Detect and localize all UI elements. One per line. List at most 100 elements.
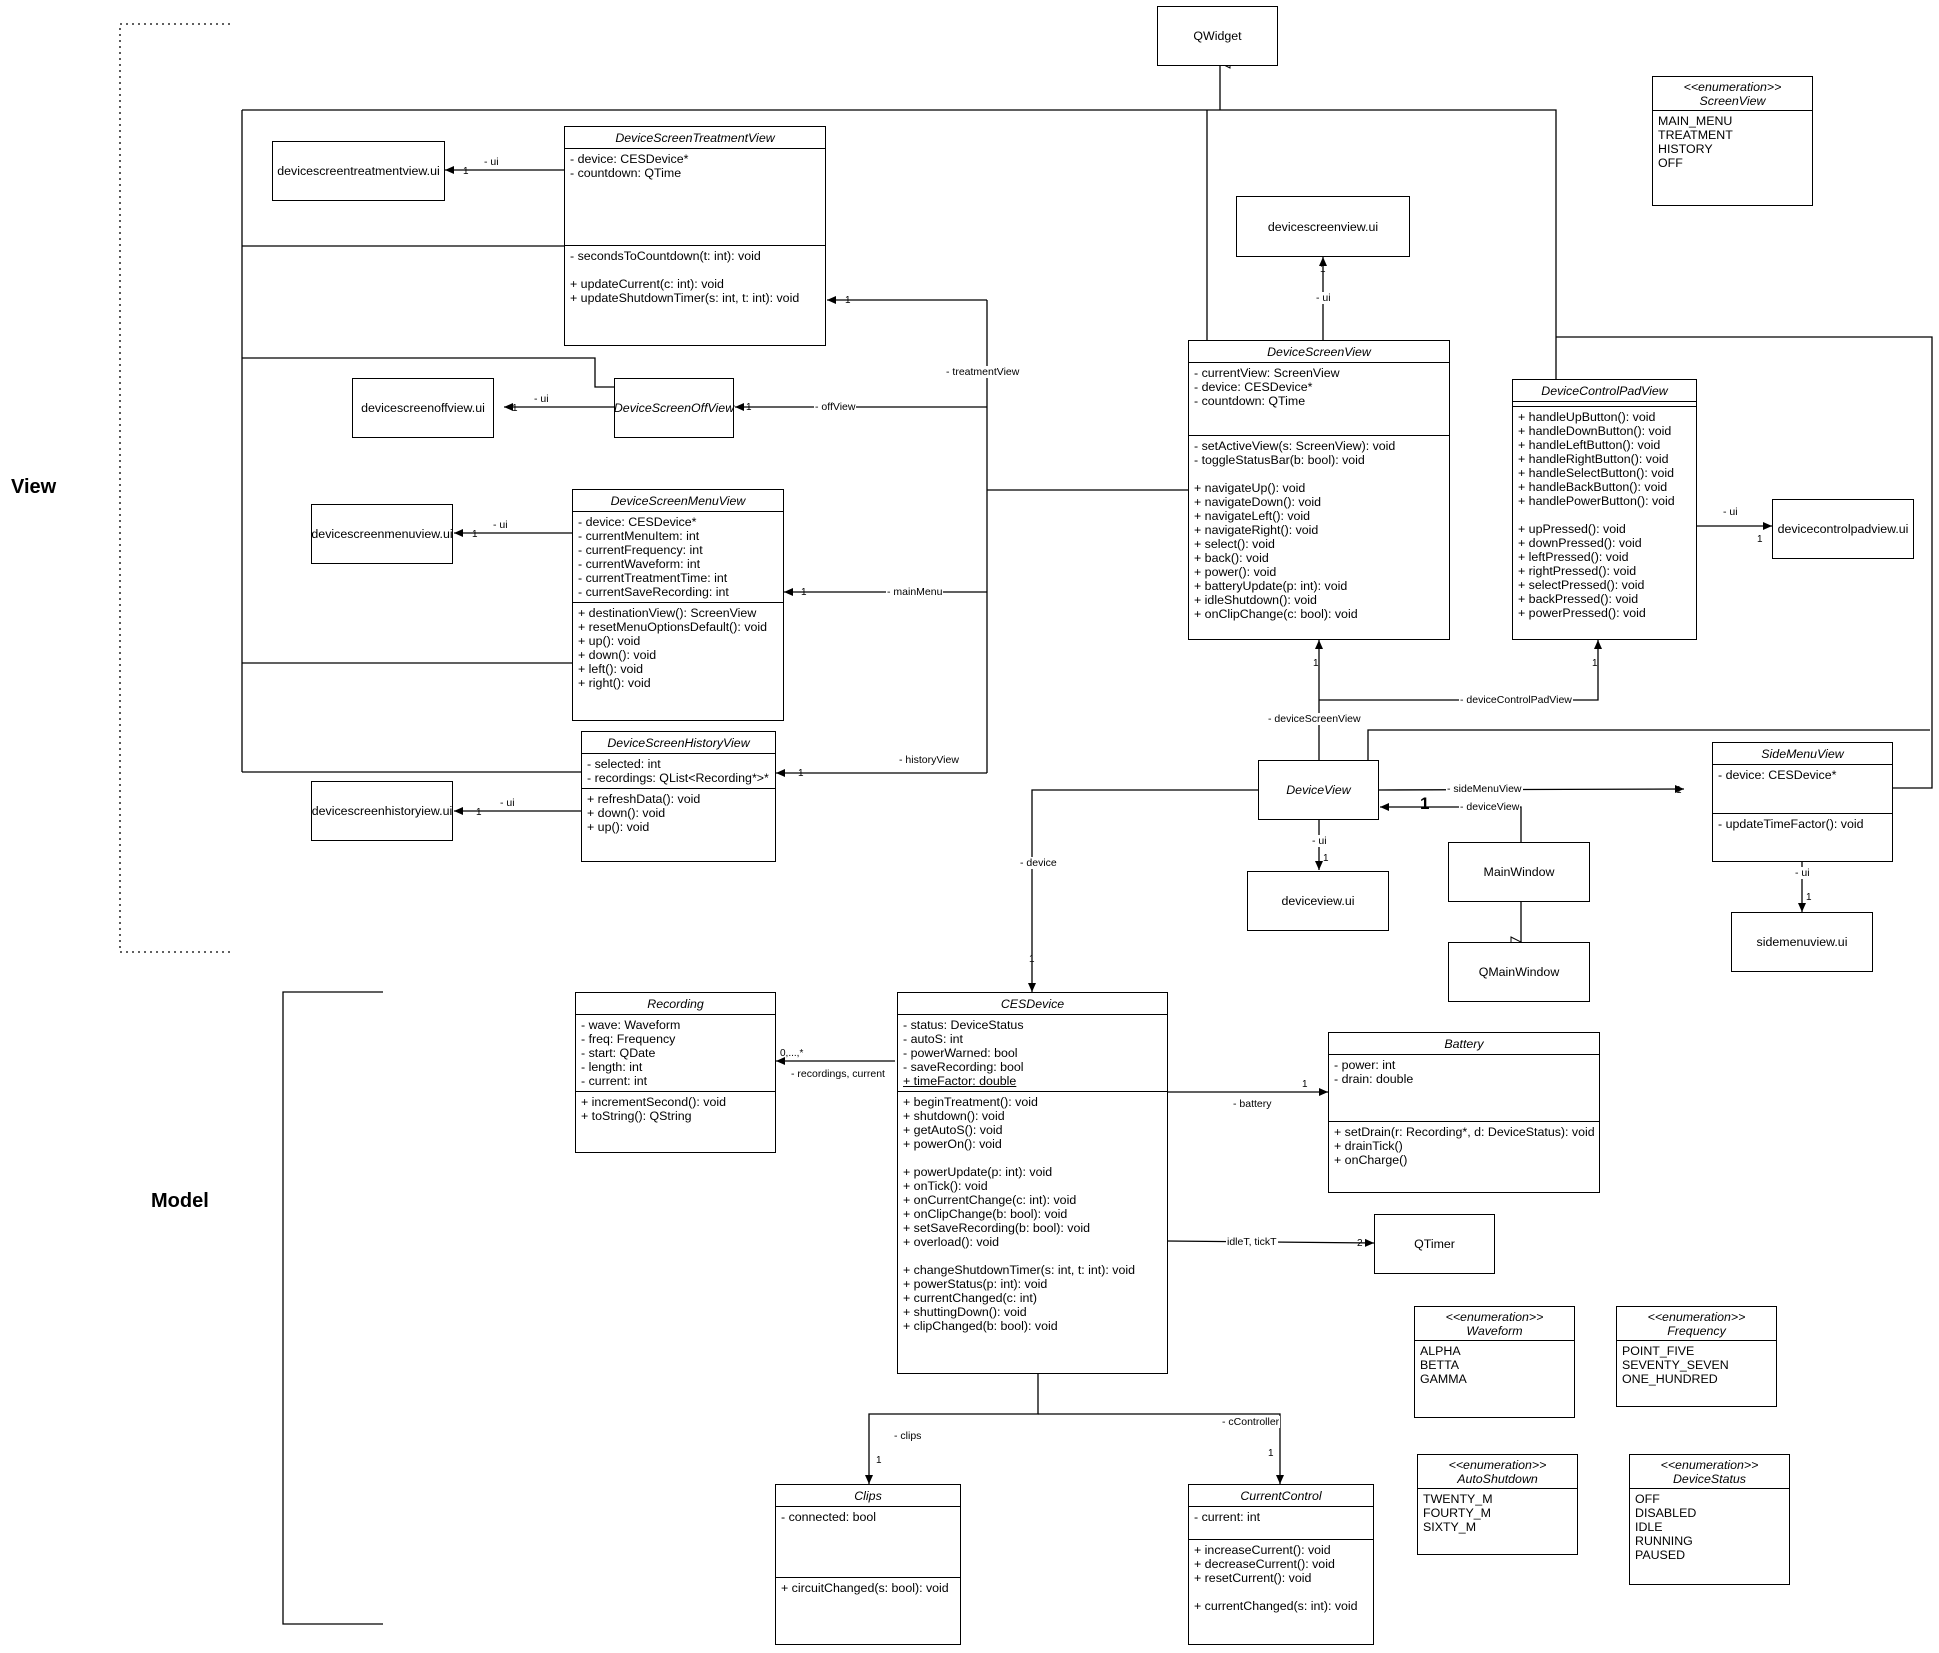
operations-section: - secondsToCountdown(t: int): void+ upda… xyxy=(570,249,800,305)
multiplicity: 1 xyxy=(845,295,851,306)
attributes-section: - status: DeviceStatus- autoS: int- powe… xyxy=(898,1015,1167,1092)
class-name: DeviceControlPadView xyxy=(1513,380,1696,402)
attributes-section: - device: CESDevice* xyxy=(1713,765,1892,814)
multiplicity: 1 xyxy=(476,807,482,818)
multiplicity: 1 xyxy=(801,587,807,598)
controlpad-view-class: DeviceControlPadView + handleUpButton():… xyxy=(1512,379,1697,640)
sidemenu-view-class: SideMenuView - device: CESDevice* - upda… xyxy=(1712,742,1893,862)
edge-label: - ui xyxy=(1794,867,1811,879)
battery-class: Battery - power: int- drain: double + se… xyxy=(1328,1032,1600,1193)
attributes-section: - power: int- drain: double xyxy=(1329,1055,1599,1122)
multiplicity: 1 xyxy=(876,1455,882,1466)
class-name: DeviceScreenHistoryView xyxy=(582,732,775,754)
operations-section: + circuitChanged(s: bool): void xyxy=(781,1581,949,1595)
multiplicity: 1 xyxy=(512,403,518,414)
edge-label: - historyView xyxy=(898,754,960,766)
multiplicity: 1 xyxy=(1029,954,1035,965)
class-name: DeviceScreenView xyxy=(1189,341,1449,363)
edge-label: - deviceView xyxy=(1459,801,1521,813)
edge-label: - clips xyxy=(893,1430,923,1442)
edge-label: - ui xyxy=(492,519,509,531)
edge-label: - ui xyxy=(533,393,550,405)
multiplicity: 1 xyxy=(1806,892,1812,903)
edge-label: - deviceControlPadView xyxy=(1459,694,1573,706)
qmainwindow-class: QMainWindow xyxy=(1448,942,1590,1002)
operations-section: - setActiveView(s: ScreenView): void- to… xyxy=(1194,439,1396,621)
edge-label: - treatmentView xyxy=(945,366,1021,378)
edge-label: - cController xyxy=(1221,1416,1281,1428)
attributes-section: - device: CESDevice*- countdown: QTime xyxy=(565,149,825,246)
class-name: Recording xyxy=(576,993,775,1015)
currentcontrol-class: CurrentControl - current: int + increase… xyxy=(1188,1484,1374,1645)
deviceview-ui-file: deviceview.ui xyxy=(1247,871,1389,931)
edge-label: - ui xyxy=(499,797,516,809)
offview-class: DeviceScreenOffView xyxy=(614,378,734,438)
multiplicity: 1 xyxy=(1268,1448,1274,1459)
operations-section: + handleUpButton(): void+ handleDownButt… xyxy=(1518,410,1675,620)
edge-label: - device xyxy=(1019,857,1058,869)
qwidget-class: QWidget xyxy=(1157,6,1278,66)
edge-label: - ui xyxy=(1722,506,1739,518)
sidemenu-ui-file: sidemenuview.ui xyxy=(1731,912,1873,972)
attributes-section: - current: int xyxy=(1189,1507,1373,1540)
multiplicity: 1 xyxy=(1302,1079,1308,1090)
clips-class: Clips - connected: bool + circuitChanged… xyxy=(775,1484,961,1645)
class-name: CurrentControl xyxy=(1189,1485,1373,1507)
multiplicity: 1 xyxy=(1420,794,1430,813)
multiplicity: 1 xyxy=(1320,264,1326,275)
menu-ui-file: devicescreenmenuview.ui xyxy=(311,504,453,564)
attributes-section xyxy=(1513,402,1696,407)
view-section-title: View xyxy=(11,476,57,498)
attributes-section: - connected: bool xyxy=(776,1507,960,1578)
multiplicity: 1 xyxy=(1592,658,1598,669)
class-name: DeviceScreenTreatmentView xyxy=(565,127,825,149)
screen-ui-file: devicescreenview.ui xyxy=(1236,196,1410,257)
off-ui-file: devicescreenoffview.ui xyxy=(352,378,494,438)
multiplicity: 1 xyxy=(1323,853,1329,864)
mainwindow-class: MainWindow xyxy=(1448,842,1590,902)
multiplicity: 1 xyxy=(1757,534,1763,545)
operations-section: - updateTimeFactor(): void xyxy=(1718,817,1864,831)
attributes-section: - selected: int- recordings: QList<Recor… xyxy=(582,754,775,789)
treatment-ui-file: devicescreentreatmentview.ui xyxy=(272,141,445,201)
controlpad-ui-file: devicecontrolpadview.ui xyxy=(1772,499,1914,559)
class-name: Battery xyxy=(1329,1033,1599,1055)
multiplicity: 1 xyxy=(798,768,804,779)
operations-section: + destinationView(): ScreenView+ resetMe… xyxy=(578,606,768,690)
class-name: DeviceScreenMenuView xyxy=(573,490,783,512)
edge-label: - mainMenu xyxy=(886,586,944,598)
edge-label: - sideMenuView xyxy=(1446,783,1523,795)
history-view-class: DeviceScreenHistoryView - selected: int-… xyxy=(581,731,776,862)
edge-label: - ui xyxy=(483,156,500,168)
operations-section: + refreshData(): void+ down(): void+ up(… xyxy=(587,792,701,834)
attributes-section: - currentView: ScreenView- device: CESDe… xyxy=(1189,363,1449,436)
attributes-section: - device: CESDevice*- currentMenuItem: i… xyxy=(573,512,783,603)
history-ui-file: devicescreenhistoryiew.ui xyxy=(311,781,453,841)
multiplicity: 1 xyxy=(472,529,478,540)
operations-section: + setDrain(r: Recording*, d: DeviceStatu… xyxy=(1334,1125,1595,1167)
cesdevice-class: CESDevice - status: DeviceStatus- autoS:… xyxy=(897,992,1168,1374)
recording-class: Recording - wave: Waveform- freq: Freque… xyxy=(575,992,776,1153)
edge-label: - recordings, current xyxy=(790,1068,886,1080)
edge-label: - battery xyxy=(1232,1098,1273,1110)
qtimer-class: QTimer xyxy=(1374,1214,1495,1274)
class-name: SideMenuView xyxy=(1713,743,1892,765)
class-name: CESDevice xyxy=(898,993,1167,1015)
multiplicity: 0,...,* xyxy=(780,1048,804,1059)
deviceview-class: DeviceView xyxy=(1258,760,1379,820)
edge-label: - deviceScreenView xyxy=(1267,713,1362,725)
multiplicity: 1 xyxy=(746,402,752,413)
multiplicity: 1 xyxy=(1313,658,1319,669)
operations-section: + incrementSecond(): void+ toString(): Q… xyxy=(581,1095,726,1123)
class-name: Clips xyxy=(776,1485,960,1507)
multiplicity: 1 xyxy=(1676,785,1682,796)
operations-section: + beginTreatment(): void+ shutdown(): vo… xyxy=(903,1095,1135,1333)
multiplicity: 1 xyxy=(463,166,469,177)
treatment-view-class: DeviceScreenTreatmentView - device: CESD… xyxy=(564,126,826,346)
